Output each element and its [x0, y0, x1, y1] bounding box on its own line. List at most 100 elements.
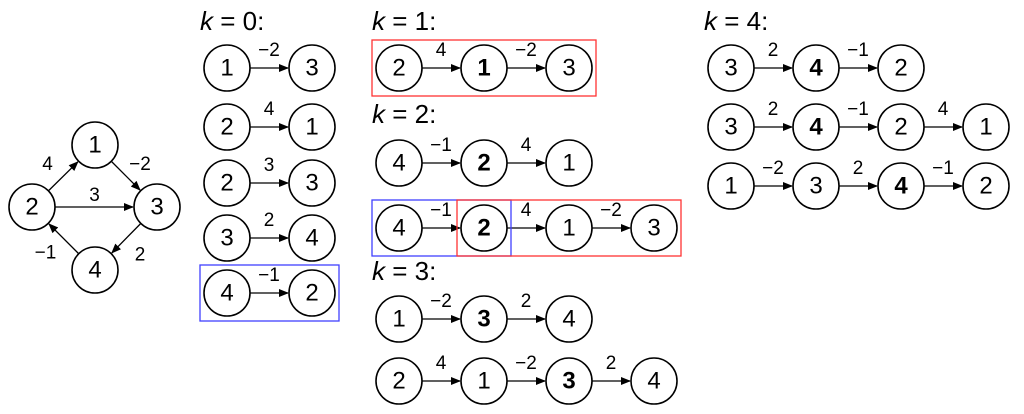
path-node-label: 1: [220, 55, 233, 82]
intermediate-node-label: 4: [894, 173, 908, 200]
path-node: [545, 44, 593, 92]
path-node: [707, 162, 755, 210]
section-heading: k = 2:: [372, 99, 436, 129]
path-node-label: 3: [809, 173, 822, 200]
path-node-label: 2: [392, 368, 405, 395]
path-node: [375, 295, 423, 343]
path-node: [460, 204, 508, 252]
path-node: [877, 44, 925, 92]
path-edge-weight: 2: [768, 40, 779, 61]
path-node: [545, 357, 593, 405]
path-node: [630, 204, 678, 252]
graph-edge-2-1: [47, 161, 79, 192]
path-node-label: 4: [220, 280, 233, 307]
path-node: [877, 103, 925, 151]
path-node: [707, 103, 755, 151]
path-node-label: 3: [562, 55, 575, 82]
heading-variable: k: [372, 6, 387, 36]
graph-node-label: 1: [88, 132, 101, 159]
graph-node-2: [8, 183, 56, 231]
path-node: [792, 103, 840, 151]
path-node: [545, 204, 593, 252]
path-node-label: 3: [647, 215, 660, 242]
path-node-label: 1: [979, 114, 992, 141]
path-edge-weight: −1: [932, 158, 954, 179]
red-highlight-box: [456, 199, 682, 257]
path-node-label: 3: [305, 170, 318, 197]
path-node: [877, 162, 925, 210]
path-node: [962, 162, 1010, 210]
path-node: [630, 357, 678, 405]
path-edge-weight: −2: [430, 291, 452, 312]
blue-highlight-box: [371, 199, 512, 257]
path-node: [288, 103, 336, 151]
path-node: [375, 44, 423, 92]
intermediate-node-label: 4: [809, 114, 823, 141]
path-node-label: 2: [305, 280, 318, 307]
intermediate-node-label: 2: [477, 215, 490, 242]
intermediate-node-label: 3: [562, 368, 575, 395]
heading-value: = 4:: [717, 6, 768, 36]
path-edge-weight: −1: [430, 135, 452, 156]
path-node: [962, 103, 1010, 151]
path-edge-weight: 2: [768, 99, 779, 120]
path-node-label: 3: [724, 114, 737, 141]
path-node: [375, 357, 423, 405]
path-node: [203, 44, 251, 92]
intermediate-node-label: 4: [809, 55, 823, 82]
path-edge-weight: −2: [515, 40, 537, 61]
path-node-label: 4: [305, 225, 318, 252]
path-edge-weight: 4: [264, 99, 275, 120]
path-row: 3 2 3: [203, 155, 336, 207]
graph-edge-3-4: [111, 222, 142, 254]
path-node-label: 4: [392, 215, 405, 242]
path-edge-weight: −2: [258, 40, 280, 61]
path-node: [375, 204, 423, 252]
path-edge-weight: 2: [853, 158, 864, 179]
path-edge-weight: 3: [264, 155, 275, 176]
path-edge-weight: 4: [521, 200, 532, 221]
path-edge-weight: 2: [264, 210, 275, 231]
intermediate-node-label: 1: [477, 55, 490, 82]
graph-node-1: [71, 121, 119, 169]
path-node-label: 2: [392, 55, 405, 82]
red-highlight-box: [371, 39, 597, 97]
path-edge-weight: −1: [847, 99, 869, 120]
path-node: [460, 44, 508, 92]
path-edge-weight: 2: [521, 291, 532, 312]
path-node-label: 1: [724, 173, 737, 200]
path-node: [203, 159, 251, 207]
graph-edge-weight: 3: [89, 185, 100, 206]
path-node-label: 4: [562, 306, 575, 333]
heading-variable: k: [372, 256, 387, 286]
path-edge-weight: 4: [938, 99, 949, 120]
section-heading: k = 4:: [704, 6, 768, 36]
path-node-label: 4: [647, 368, 660, 395]
path-node: [203, 214, 251, 262]
section-heading: k = 0:: [200, 6, 264, 36]
graph-edge-weight: 2: [135, 245, 146, 266]
path-node-label: 2: [220, 170, 233, 197]
heading-variable: k: [372, 99, 387, 129]
graph-node-label: 3: [150, 194, 163, 221]
path-node: [288, 44, 336, 92]
path-node: [545, 295, 593, 343]
graph-edge-weight: −1: [35, 243, 57, 264]
path-node: [288, 159, 336, 207]
path-node-label: 2: [220, 114, 233, 141]
path-edge-weight: −1: [847, 40, 869, 61]
